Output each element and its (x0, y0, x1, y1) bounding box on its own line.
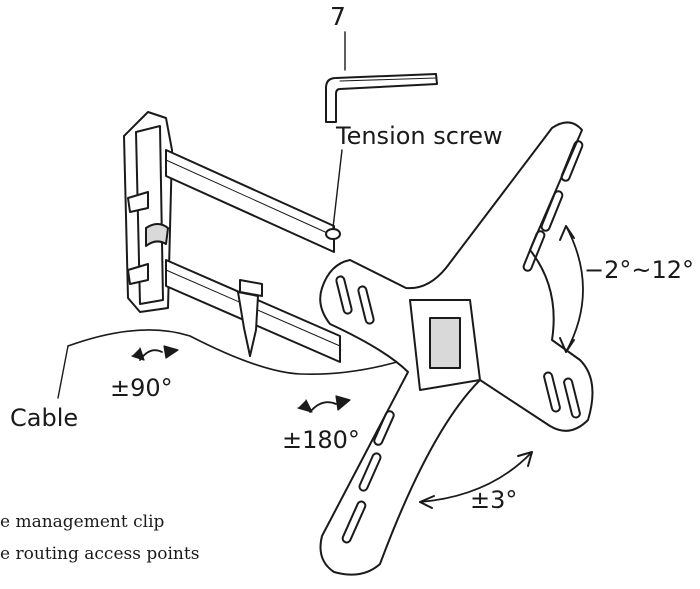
cable-line (67, 329, 405, 376)
allen-key (325, 73, 438, 123)
swivel-90-arrows (131, 345, 179, 361)
wall-plate (123, 111, 173, 313)
rotate-3-label: ±3° (470, 486, 518, 514)
cable-label: Cable (10, 404, 79, 432)
note-line-1: e management clip (0, 512, 165, 532)
part-number-label: 7 (330, 2, 346, 31)
cable-leader (57, 345, 69, 399)
upper-arm (165, 149, 341, 253)
tilt-arrow (559, 225, 584, 353)
rotate-arrow (419, 451, 533, 509)
tilt-range-label: −2°~12° (584, 256, 695, 284)
tension-screw-leader (332, 149, 343, 229)
swivel-90-label: ±90° (110, 374, 173, 402)
cable-clip (237, 279, 263, 357)
tv-bracket (319, 121, 594, 576)
note-line-2: e routing access points (0, 544, 200, 564)
swivel-180-label: ±180° (282, 426, 360, 454)
tension-screw-label: Tension screw (336, 122, 503, 150)
swivel-180-arrows (297, 395, 351, 413)
